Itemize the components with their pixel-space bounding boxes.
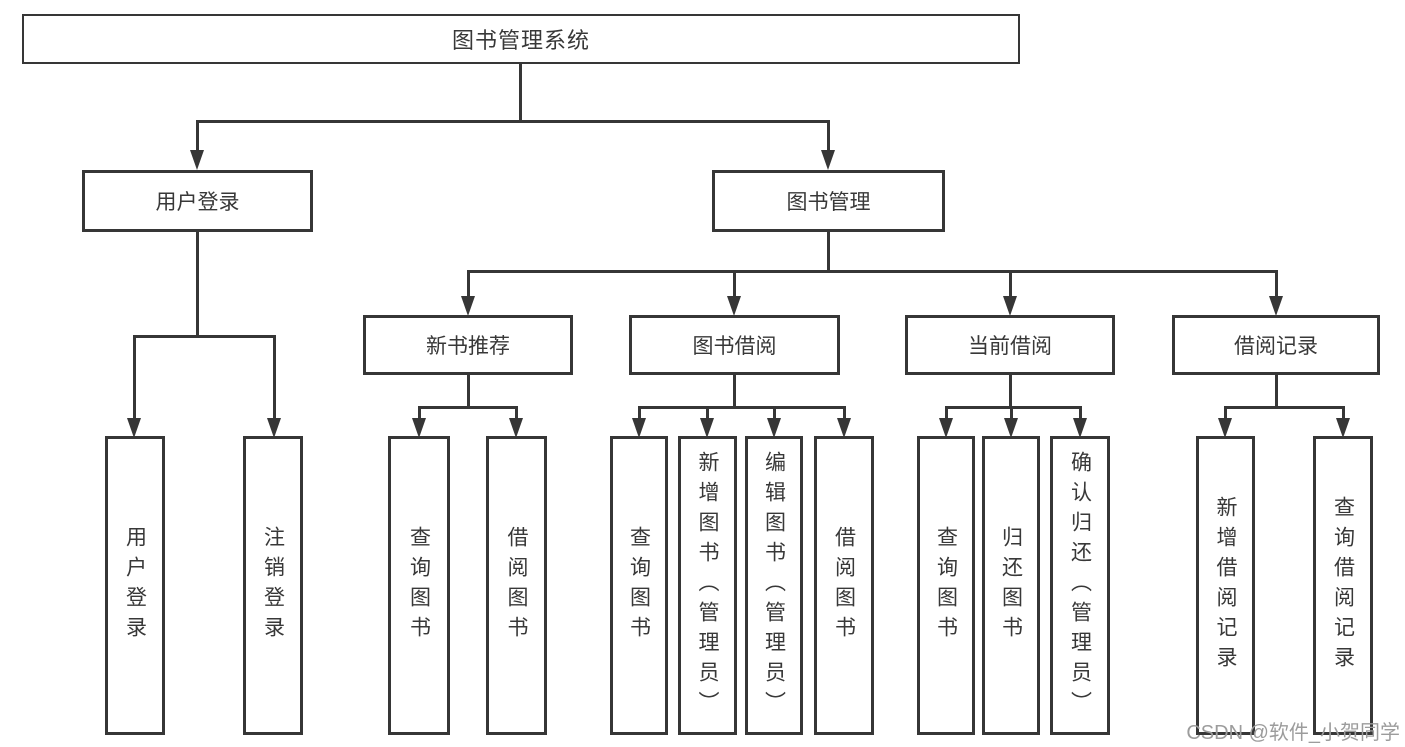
leaf-borrow-books-recommend: 借阅图书	[486, 436, 547, 735]
connector-line	[827, 232, 830, 273]
root-title-label: 图书管理系统	[451, 28, 590, 53]
leaf-query-books-recommend: 查询图书	[388, 436, 450, 735]
arrow-down-icon	[412, 418, 426, 438]
leaf-label: 编辑图书（管理员）	[762, 450, 786, 721]
connector-line	[638, 406, 641, 419]
connector-line	[418, 406, 518, 409]
connector-line	[1079, 406, 1082, 419]
leaf-label: 查询借阅记录	[1331, 495, 1355, 676]
leaf-add-books-admin: 新增图书（管理员）	[678, 436, 737, 735]
connector-line	[1342, 406, 1345, 419]
leaf-query-books-borrow: 查询图书	[610, 436, 668, 735]
leaf-query-borrow-record: 查询借阅记录	[1313, 436, 1373, 735]
connector-line	[1009, 375, 1012, 409]
arrow-down-icon	[461, 296, 475, 316]
connector-line	[467, 270, 470, 298]
arrow-down-icon	[632, 418, 646, 438]
connector-line	[1010, 406, 1013, 419]
node-user-login: 用户登录	[82, 170, 313, 232]
leaf-label: 用户登录	[123, 525, 147, 646]
arrow-down-icon	[127, 418, 141, 438]
connector-line	[1275, 270, 1278, 298]
connector-line	[1009, 270, 1012, 298]
node-book-borrowing: 图书借阅	[629, 315, 840, 375]
connector-line	[133, 335, 136, 420]
connector-line	[733, 375, 736, 409]
node-new-book-recommendation: 新书推荐	[363, 315, 573, 375]
leaf-label: 查询图书	[627, 525, 651, 646]
node-current-borrowing: 当前借阅	[905, 315, 1115, 375]
leaf-add-borrow-record: 新增借阅记录	[1196, 436, 1255, 735]
arrow-down-icon	[267, 418, 281, 438]
connector-line	[196, 232, 199, 338]
leaf-return-books: 归还图书	[982, 436, 1040, 735]
leaf-label: 确认归还（管理员）	[1068, 450, 1092, 721]
connector-line	[945, 406, 1082, 409]
arrow-down-icon	[767, 418, 781, 438]
arrow-down-icon	[1336, 418, 1350, 438]
connector-line	[515, 406, 518, 419]
leaf-label: 查询图书	[407, 525, 431, 646]
node-label: 新书推荐	[426, 335, 510, 358]
arrow-down-icon	[837, 418, 851, 438]
leaf-label: 查询图书	[934, 525, 958, 646]
leaf-query-books-current: 查询图书	[917, 436, 975, 735]
leaf-label: 新增借阅记录	[1214, 495, 1237, 676]
connector-line	[638, 406, 846, 409]
leaf-logout: 注销登录	[243, 436, 303, 735]
connector-line	[196, 120, 199, 152]
arrow-down-icon	[939, 418, 953, 438]
connector-line	[467, 270, 1278, 273]
connector-line	[945, 406, 948, 419]
csdn-watermark: CSDN @软件_小贺同学	[1186, 722, 1400, 744]
connector-line	[706, 406, 709, 419]
arrow-down-icon	[727, 296, 741, 316]
connector-line	[196, 120, 830, 123]
leaf-edit-books-admin: 编辑图书（管理员）	[745, 436, 803, 735]
connector-line	[273, 335, 276, 420]
connector-line	[1275, 375, 1278, 409]
node-label: 图书管理	[786, 191, 871, 214]
connector-line	[773, 406, 776, 419]
leaf-label: 新增图书（管理员）	[696, 450, 719, 721]
leaf-label: 借阅图书	[505, 525, 528, 646]
arrow-down-icon	[1269, 296, 1283, 316]
node-label: 借阅记录	[1234, 335, 1318, 358]
connector-line	[519, 64, 522, 123]
node-label: 图书借阅	[692, 335, 777, 358]
connector-line	[1224, 406, 1345, 409]
leaf-confirm-return-admin: 确认归还（管理员）	[1050, 436, 1110, 735]
connector-line	[733, 270, 736, 298]
arrow-down-icon	[821, 150, 835, 170]
connector-line	[133, 335, 276, 338]
arrow-down-icon	[190, 150, 204, 170]
node-borrowing-records: 借阅记录	[1172, 315, 1380, 375]
arrow-down-icon	[700, 418, 714, 438]
node-label: 用户登录	[155, 191, 240, 214]
leaf-label: 注销登录	[261, 525, 285, 646]
leaf-borrow-books: 借阅图书	[814, 436, 874, 735]
connector-line	[1224, 406, 1227, 419]
arrow-down-icon	[509, 418, 523, 438]
connector-line	[418, 406, 421, 419]
leaf-user-login: 用户登录	[105, 436, 165, 735]
connector-line	[827, 120, 830, 152]
node-label: 当前借阅	[968, 335, 1052, 358]
arrow-down-icon	[1004, 418, 1018, 438]
arrow-down-icon	[1073, 418, 1087, 438]
connector-line	[467, 375, 470, 409]
arrow-down-icon	[1218, 418, 1232, 438]
leaf-label: 借阅图书	[832, 525, 856, 646]
arrow-down-icon	[1003, 296, 1017, 316]
connector-line	[843, 406, 846, 419]
leaf-label: 归还图书	[999, 525, 1023, 646]
node-root-title: 图书管理系统	[22, 14, 1020, 64]
node-book-management: 图书管理	[712, 170, 945, 232]
